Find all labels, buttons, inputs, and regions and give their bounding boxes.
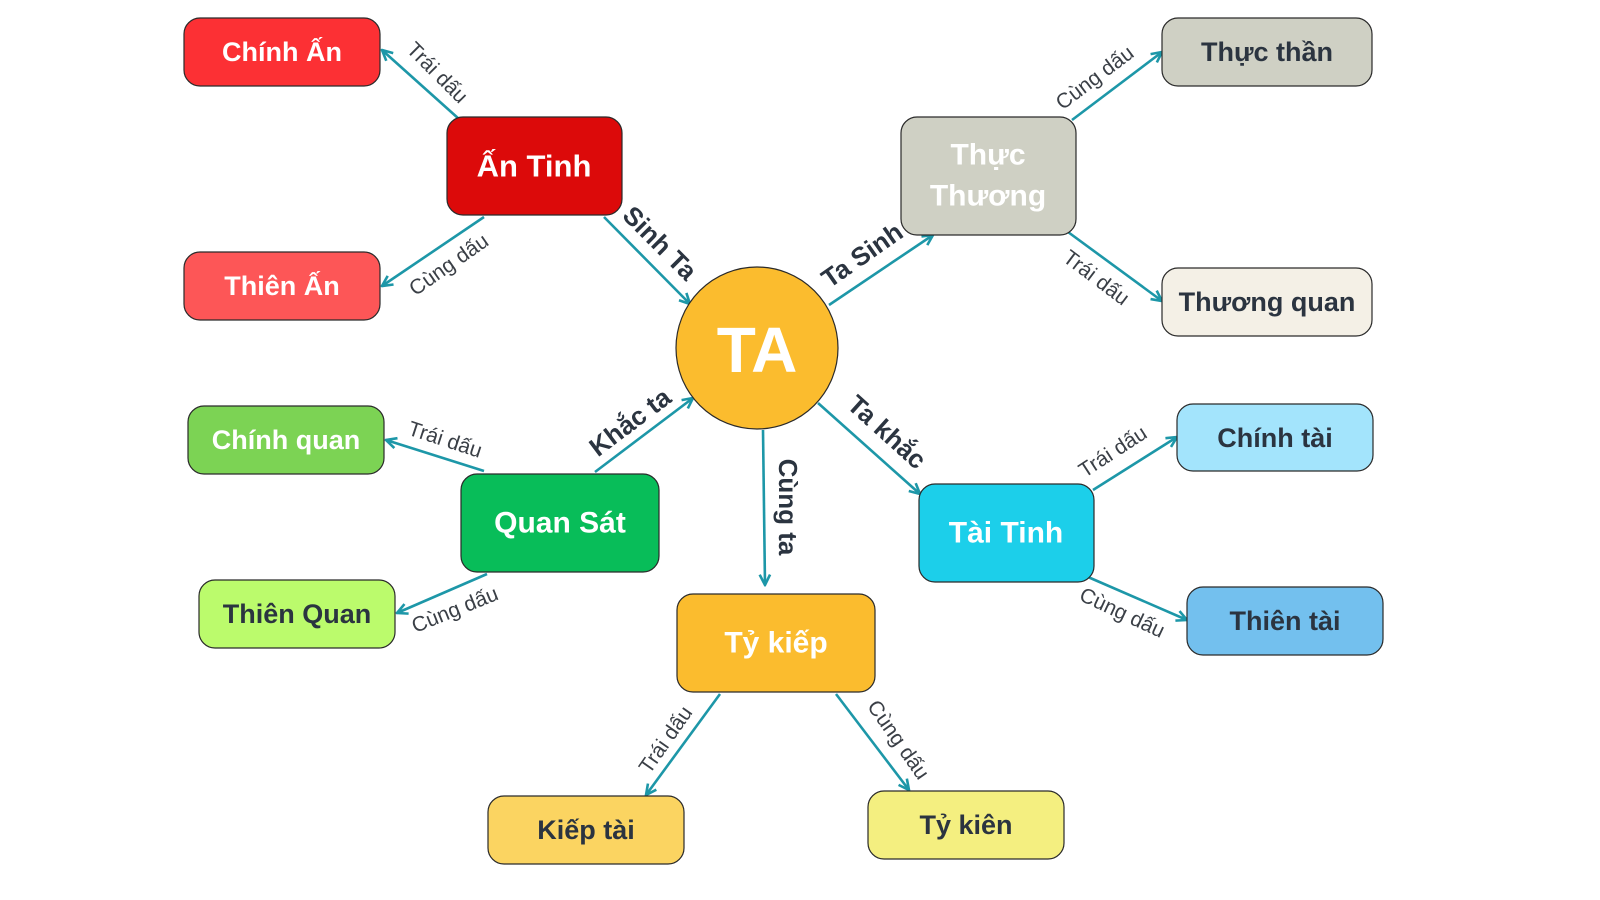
center-label: TA [717,314,798,386]
edge-thuc-thuong-thuc-than [1071,52,1162,122]
edge-label: Cùng dấu [408,582,501,637]
edge-quan-sat-thien-quan [397,572,488,613]
node-chinh-tai: Chính tài [1176,403,1374,472]
edge-tai-tinh-chinh-tai [1092,437,1177,492]
node-ty-kiep: Tỷ kiếp [676,593,876,693]
edge-label: Cùng dấu [862,696,933,784]
edge-label: Trái dấu [405,417,485,462]
node-thuong-quan: Thương quan [1161,267,1373,337]
edge-label: Trái dấu [1075,422,1151,483]
node-thuc-thuong: Thực Thương [900,116,1077,236]
edge-ta-thuc-thuong [828,235,933,307]
node-kiep-tai: Kiếp tài [487,795,685,865]
edge-label: Cùng ta [773,459,803,556]
node-label: Tỷ kiên [919,810,1012,840]
node-label: Thương quan [1179,287,1356,317]
edge-an-tinh-chinh-an [382,50,460,120]
node-label: Thiên Quan [223,599,372,629]
node-label: Chính Ấn [222,36,342,67]
node-thuc-than: Thực thần [1161,17,1373,87]
edge-quan-sat-ta [594,398,693,474]
node-thien-tai: Thiên tài [1186,586,1384,656]
edge-label: Ta khắc [842,389,933,475]
node-label: Kiếp tài [537,815,635,845]
edge-tai-tinh-thien-tai [1087,575,1187,620]
edge-quan-sat-chinh-quan [386,440,485,473]
node-label: Chính tài [1217,423,1333,453]
edge-label: Trái dấu [1059,246,1134,310]
node-label: Thiên tài [1229,606,1340,636]
node-label: Thiên Ấn [224,270,340,301]
node-label: Tỷ kiếp [724,627,827,660]
node-label: Thực thần [1201,37,1333,67]
edge-ty-kiep-kiep-tai [646,693,722,795]
node-label: Thực [950,139,1025,172]
node-thien-an: Thiên Ấn [183,251,381,321]
node-chinh-quan: Chính quan [187,405,385,475]
node-quan-sat: Quan Sát [460,473,660,573]
node-label: Thương [930,180,1046,213]
edge-ta-ty-kiep [763,429,765,585]
edges [382,50,1187,795]
edge-ta-tai-tinh [817,402,920,494]
node-label: Quan Sát [494,507,626,540]
node-label: Chính quan [212,425,360,455]
node-label: Ấn Tinh [477,149,592,184]
edge-an-tinh-ta [603,216,690,304]
edge-thuc-thuong-thuong-quan [1067,230,1162,301]
node-an-tinh: Ấn Tinh [446,116,623,216]
node-chinh-an: Chính Ấn [183,17,381,87]
edge-ty-kiep-ty-kien [834,693,909,790]
node-label: Tài Tinh [949,517,1063,550]
edge-an-tinh-thien-an [382,215,485,286]
node-ta-center: TA [675,266,839,430]
node-thien-quan: Thiên Quan [198,579,396,649]
node-tai-tinh: Tài Tinh [918,483,1095,583]
node-ty-kien: Tỷ kiên [867,790,1065,860]
